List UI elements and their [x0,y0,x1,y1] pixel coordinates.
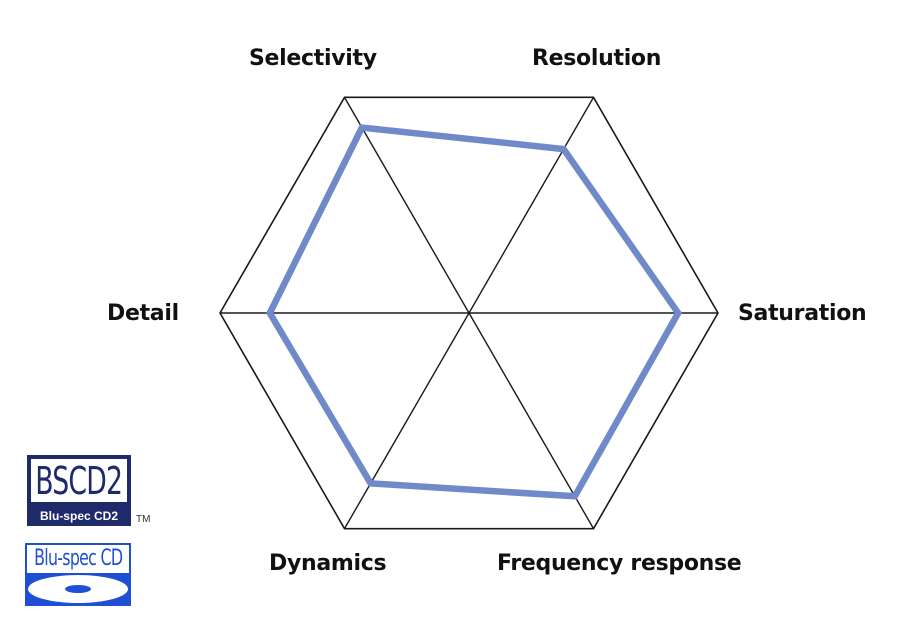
radar-spoke-selectivity [343,97,470,314]
radar-series-line [266,124,682,500]
bscd2-logo-text: BSCD2 [35,458,124,503]
bscd2-logo-subtext: Blu-spec CD2 [39,509,119,523]
axis-label-detail: Detail [107,301,179,326]
disc-icon [28,575,128,603]
axis-label-selectivity: Selectivity [249,46,377,71]
axis-label-frequency-response: Frequency response [497,551,742,576]
axis-label-resolution: Resolution [532,46,662,71]
radar-spoke-resolution [468,97,595,314]
bluspec-cd-logo: Blu-spec CD [25,543,131,606]
radar-spoke-frequency-response [468,312,595,529]
axis-label-dynamics: Dynamics [269,551,387,576]
radar-spoke-dynamics [343,312,470,529]
bscd2-logo: BSCD2 Blu-spec CD2 [27,455,131,526]
bluspec-cd-logo-text: Blu-spec CD [33,546,123,571]
trademark-mark: TM [136,514,151,525]
axis-label-saturation: Saturation [738,301,867,326]
